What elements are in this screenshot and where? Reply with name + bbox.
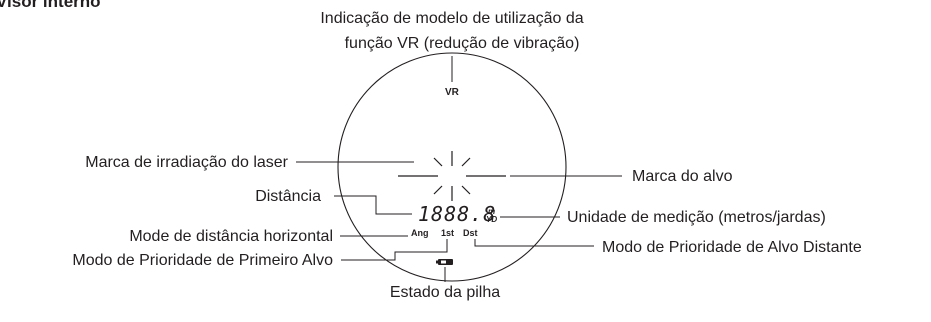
- callout-distance: Distância: [255, 188, 321, 205]
- leader-first-priority: [341, 239, 448, 261]
- mode-distant-target: Dst: [463, 228, 478, 238]
- mode-horizontal: Ang: [411, 228, 429, 238]
- unit-yards: YD: [486, 215, 497, 224]
- callout-vr-line1: Indicação de modelo de utilização da: [320, 10, 583, 27]
- callout-horizontal: Mode de distância horizontal: [129, 228, 333, 245]
- callout-laser: Marca de irradiação do laser: [85, 154, 288, 171]
- leader-distant-priority: [474, 239, 594, 247]
- callout-vr-line2: função VR (redução de vibração): [345, 35, 580, 52]
- viewfinder-circle: [337, 52, 567, 282]
- callout-first-priority: Modo de Prioridade de Primeiro Alvo: [72, 252, 333, 269]
- callout-unit: Unidade de medição (metros/jardas): [567, 209, 826, 226]
- laser-irradiation-mark: [433, 157, 471, 195]
- callout-target: Marca do alvo: [632, 168, 733, 185]
- vr-indicator: VR: [445, 87, 460, 98]
- leader-distance: [334, 195, 412, 215]
- callout-distant-priority: Modo de Prioridade de Alvo Distante: [602, 239, 862, 256]
- mode-first-target: 1st: [441, 228, 454, 238]
- unit-meters: m: [488, 207, 495, 216]
- battery-icon: [436, 259, 453, 265]
- target-mark: [398, 151, 506, 201]
- distance-readout: 1888.8: [418, 202, 496, 226]
- callout-battery: Estado da pilha: [390, 284, 500, 301]
- heading: Visor interno: [0, 0, 101, 11]
